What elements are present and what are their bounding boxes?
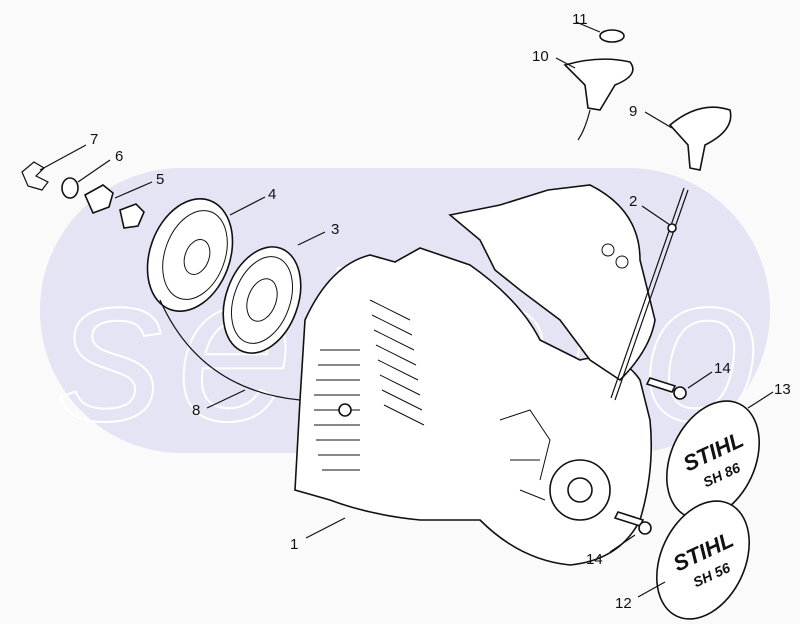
part-1-housing: [294, 247, 653, 566]
callout-4: 4: [268, 186, 276, 203]
callout-5: 5: [156, 171, 164, 188]
part-4-rotor: [146, 198, 234, 312]
part-14-screw-lower: [613, 511, 652, 535]
part-14-screw-upper: [645, 377, 687, 400]
callout-10: 10: [532, 48, 549, 65]
callout-1: 1: [290, 536, 298, 553]
callout-3: 3: [331, 221, 339, 238]
callout-6: 6: [115, 148, 123, 165]
part-11-cap: [599, 29, 625, 43]
callout-9: 9: [629, 103, 637, 120]
part-7-spring-clip: [21, 161, 49, 191]
part-8-rope: [159, 299, 301, 401]
part-6-washer: [61, 177, 79, 199]
callout-14a: 14: [714, 360, 731, 377]
leader-lines: [39, 21, 774, 598]
callout-8: 8: [192, 402, 200, 419]
callout-7: 7: [90, 131, 98, 148]
part-12-badge: STIHL SH 56: [655, 500, 751, 620]
part-shroud: [448, 184, 656, 382]
part-3-spring: [222, 246, 302, 354]
callout-11: 11: [572, 11, 588, 28]
callout-13: 13: [774, 381, 791, 398]
callout-2: 2: [629, 193, 637, 210]
callout-12: 12: [615, 595, 632, 612]
part-10-handle: [563, 58, 634, 141]
part-13-badge: STIHL SH 86: [665, 400, 761, 520]
part-9-grip-sleeve: [668, 106, 732, 171]
callout-14b: 14: [586, 551, 603, 568]
part-5-pawls: [83, 184, 145, 229]
part-2-cable: [610, 187, 689, 401]
